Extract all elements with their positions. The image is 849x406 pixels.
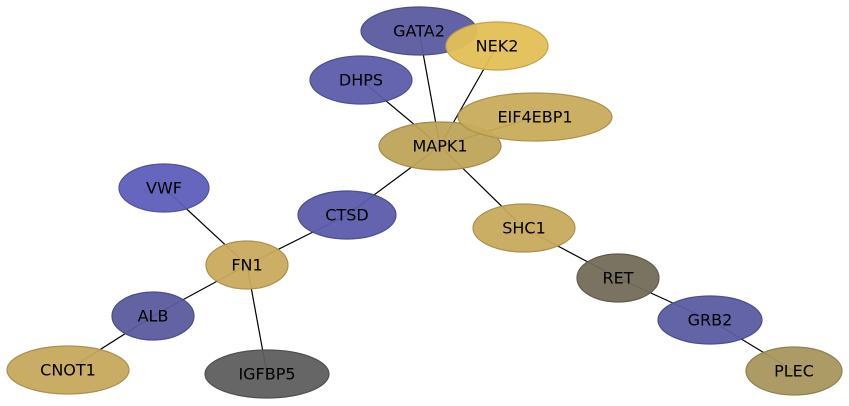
node-alb[interactable]: ALB (111, 291, 195, 341)
node-dhps[interactable]: DHPS (309, 55, 413, 105)
node-nek2[interactable]: NEK2 (445, 21, 549, 71)
node-shc1[interactable]: SHC1 (472, 203, 576, 253)
node-cnot1[interactable]: CNOT1 (6, 345, 130, 395)
node-ellipse[interactable] (204, 349, 330, 399)
node-ellipse[interactable] (472, 203, 576, 253)
node-plec[interactable]: PLEC (745, 346, 843, 396)
node-ellipse[interactable] (309, 55, 413, 105)
node-ellipse[interactable] (118, 163, 210, 213)
node-ellipse[interactable] (297, 190, 397, 240)
node-igfbp5[interactable]: IGFBP5 (204, 349, 330, 399)
node-ellipse[interactable] (576, 253, 660, 303)
node-ctsd[interactable]: CTSD (297, 190, 397, 240)
node-ellipse[interactable] (745, 346, 843, 396)
node-ellipse[interactable] (457, 92, 613, 142)
node-fn1[interactable]: FN1 (205, 240, 289, 290)
node-grb2[interactable]: GRB2 (657, 295, 763, 345)
node-vwf[interactable]: VWF (118, 163, 210, 213)
node-ellipse[interactable] (205, 240, 289, 290)
node-ret[interactable]: RET (576, 253, 660, 303)
node-ellipse[interactable] (657, 295, 763, 345)
node-eif4ebp1[interactable]: EIF4EBP1 (457, 92, 613, 142)
node-ellipse[interactable] (445, 21, 549, 71)
node-ellipse[interactable] (6, 345, 130, 395)
node-ellipse[interactable] (378, 121, 502, 171)
node-ellipse[interactable] (111, 291, 195, 341)
nodes-layer: DHPSGATA2NEK2MAPK1EIF4EBP1VWFCTSDSHC1FN1… (6, 6, 843, 399)
